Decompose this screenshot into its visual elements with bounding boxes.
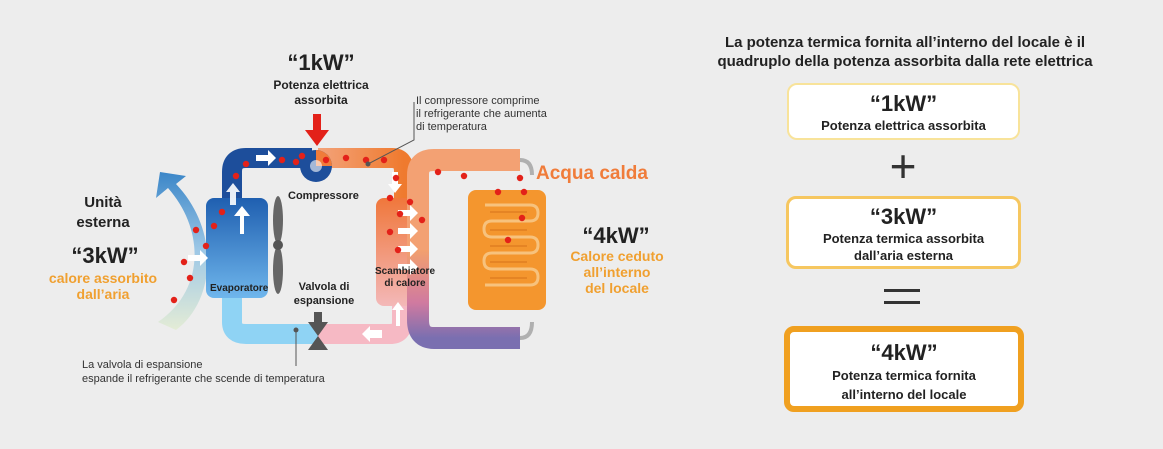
- absorbed-heat-value: “3kW”: [71, 243, 139, 268]
- compressor-note-line1: Il compressore comprime: [416, 95, 540, 107]
- flow-arrows: [188, 150, 418, 342]
- plus-sign: +: [889, 140, 917, 192]
- delivered-heat-line3: del locale: [585, 280, 649, 296]
- refrigerant-loop-cold: [222, 148, 412, 344]
- expansion-valve-line2: espansione: [293, 295, 355, 307]
- summary-heading-line1: La potenza termica fornita all’interno d…: [724, 34, 1086, 51]
- evaporator-label: Evaporatore: [210, 283, 269, 294]
- air-heat-box: “3kW” Potenza termica assorbita dall’ari…: [786, 196, 1021, 269]
- delivered-power-line2: all’interno del locale: [841, 387, 967, 402]
- compressor-note-line3: di temperatura: [416, 121, 487, 133]
- compressor-note-line2: il refrigerante che aumenta: [416, 108, 547, 120]
- expansion-valve-note-line1: La valvola di espansione: [82, 359, 203, 371]
- water-loop: [407, 149, 534, 349]
- absorbed-heat-line2: dall’aria: [76, 286, 130, 302]
- expansion-valve-note: La valvola di espansione espande il refr…: [82, 358, 325, 386]
- delivered-power-value: “4kW”: [870, 340, 938, 365]
- outdoor-unit-line1: Unità: [84, 194, 122, 211]
- delivered-heat-label: Calore ceduto all’interno del locale: [552, 248, 682, 296]
- heat-pump-diagram: [156, 102, 546, 366]
- expansion-valve-note-line2: espande il refrigerante che scende di te…: [82, 373, 325, 385]
- expansion-valve-line1: Valvola di: [298, 281, 350, 293]
- equals-text: =: [884, 289, 885, 290]
- compressor-note: Il compressore comprime il refrigerante …: [416, 95, 547, 134]
- delivered-heat-value: “4kW”: [582, 223, 650, 248]
- electric-input-label-line2: assorbita: [294, 93, 348, 107]
- air-heat-value: “3kW”: [869, 204, 938, 229]
- electric-input-label-line1: Potenza elettrica: [273, 78, 369, 92]
- delivered-heat-line2: all’interno: [583, 264, 651, 280]
- electric-input-label: Potenza elettrica assorbita: [246, 78, 396, 108]
- summary-heading-line2: quadruplo della potenza assorbita dalla …: [717, 53, 1093, 70]
- fan-icon: [273, 196, 283, 294]
- absorbed-heat-label: calore assorbito dall’aria: [28, 270, 178, 302]
- expansion-valve-icon: [308, 312, 328, 350]
- hot-water-label: Acqua calda: [536, 163, 648, 184]
- outdoor-unit-label: Unità esterna: [58, 193, 148, 233]
- electric-power-box: “1kW” Potenza elettrica assorbita: [787, 83, 1020, 140]
- electric-input-arrow: [305, 114, 329, 146]
- evaporator-block: [206, 198, 268, 298]
- outdoor-air-arrow: [156, 172, 208, 330]
- heat-exchanger-line1: Scambiatore: [374, 266, 436, 277]
- equals-sign: =: [884, 289, 924, 305]
- leader-lines: [293, 102, 415, 366]
- air-heat-line2: dall’aria esterna: [854, 248, 953, 263]
- refrigerant-loop-hot: [318, 148, 414, 205]
- summary-heading: La potenza termica fornita all’interno d…: [660, 33, 1150, 71]
- heat-exchanger-line2: di calore: [384, 278, 426, 289]
- absorbed-heat-line1: calore assorbito: [48, 270, 158, 286]
- electric-power-label: Potenza elettrica assorbita: [821, 118, 986, 133]
- delivered-power-box: “4kW” Potenza termica fornita all’intern…: [784, 326, 1024, 412]
- compressor-label: Compressore: [288, 190, 359, 202]
- electric-input-value: “1kW”: [287, 50, 355, 75]
- delivered-heat-line1: Calore ceduto: [570, 248, 664, 264]
- heat-exchanger-label: Scambiatore di calore: [370, 266, 440, 290]
- air-heat-line1: Potenza termica assorbita: [822, 231, 985, 246]
- outdoor-unit-line2: esterna: [76, 214, 130, 231]
- delivered-power-line1: Potenza termica fornita: [832, 368, 976, 383]
- electric-power-value: “1kW”: [869, 91, 938, 116]
- refrigerant-dots: [170, 152, 528, 304]
- radiator-icon: [468, 190, 546, 310]
- expansion-valve-label: Valvola di espansione: [282, 280, 366, 308]
